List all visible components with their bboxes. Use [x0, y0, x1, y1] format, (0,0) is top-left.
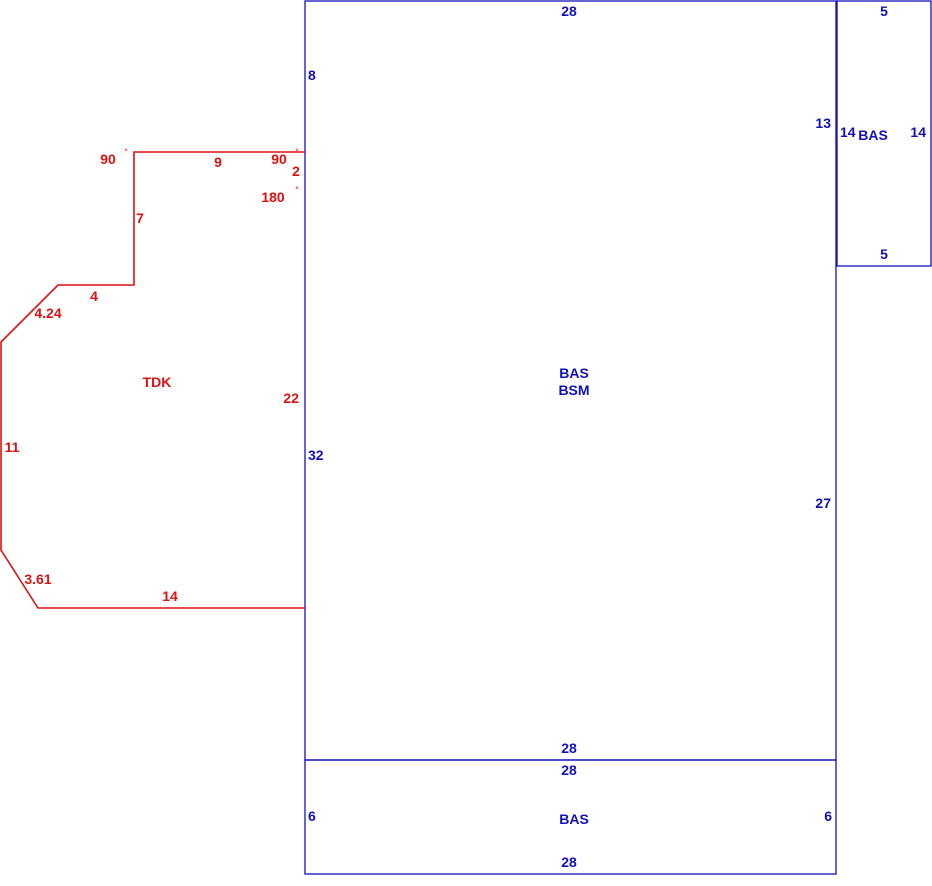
bottom-area-bottom-dimension: 28 — [561, 854, 577, 870]
deck-right-dimension: 22 — [283, 390, 299, 406]
bottom-area-labels: BAS 28 28 6 6 — [308, 762, 832, 870]
deck-top-dimension: 9 — [214, 154, 222, 170]
main-area-left-upper-dimension: 8 — [308, 67, 316, 83]
main-area-name: BAS — [559, 365, 589, 381]
main-area-right-lower-dimension: 27 — [815, 495, 831, 511]
main-area-labels: BAS BSM 28 28 8 32 13 27 — [308, 3, 831, 756]
side-area-labels: BAS 5 5 14 14 — [840, 3, 926, 262]
side-area-bottom-dimension: 5 — [880, 246, 888, 262]
bottom-area-name: BAS — [559, 811, 589, 827]
deck-area-labels: TDK 9 2 7 4 4.24 11 3.61 14 22 90 ° 90 °… — [5, 147, 301, 604]
deck-angle-straight-degree: ° — [295, 185, 299, 195]
deck-bottom-dimension: 14 — [162, 588, 178, 604]
side-area-top-dimension: 5 — [880, 3, 888, 19]
deck-upper-diagonal-dimension: 4.24 — [34, 305, 61, 321]
deck-angle-upper-left: 90 — [100, 151, 116, 167]
side-area-left-dimension: 14 — [840, 124, 856, 140]
main-area-left-lower-dimension: 32 — [308, 447, 324, 463]
main-area-second-name: BSM — [558, 382, 589, 398]
deck-angle-upper-left-degree: ° — [124, 147, 128, 157]
deck-upper-left-dimension: 7 — [136, 210, 144, 226]
deck-short-jog-dimension: 2 — [292, 163, 300, 179]
main-area-right-upper-dimension: 13 — [815, 115, 831, 131]
deck-area-name: TDK — [143, 374, 172, 390]
deck-angle-upper-right: 90 — [271, 151, 287, 167]
building-outlines — [304, 0, 932, 875]
deck-lower-diagonal-dimension: 3.61 — [24, 571, 51, 587]
bottom-area-left-dimension: 6 — [308, 808, 316, 824]
bottom-area-outline — [304, 759, 837, 875]
bottom-area-top-dimension: 28 — [561, 762, 577, 778]
deck-left-dimension: 11 — [5, 439, 20, 455]
main-area-top-dimension: 28 — [561, 3, 577, 19]
main-area-bottom-dimension: 28 — [561, 740, 577, 756]
side-area-right-dimension: 14 — [910, 124, 926, 140]
deck-step-dimension: 4 — [90, 288, 98, 304]
side-area-name: BAS — [858, 127, 888, 143]
deck-angle-straight: 180 — [261, 189, 285, 205]
bottom-area-right-dimension: 6 — [824, 808, 832, 824]
deck-area-outline — [0, 151, 305, 609]
deck-angle-upper-right-degree: ° — [295, 147, 299, 157]
side-area-outline — [836, 0, 932, 267]
